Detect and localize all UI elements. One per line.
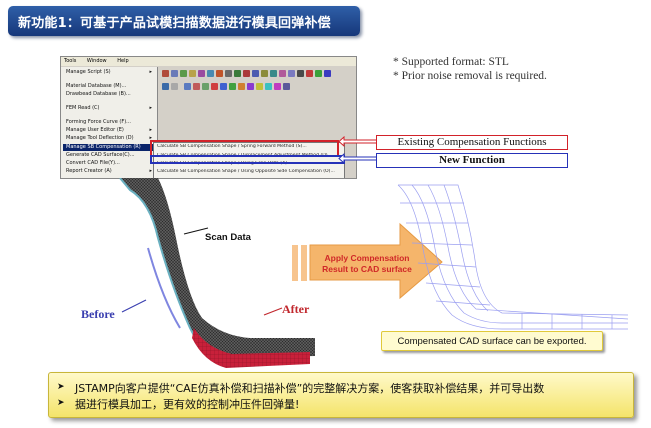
menu-item[interactable]: Manage Tool Deflection (D)▸ — [66, 135, 152, 141]
menu-item[interactable]: Manage User Editor (E)▸ — [66, 127, 152, 133]
note-format: * Supported format: STL — [393, 56, 509, 68]
compensated-export-callout: Compensated CAD surface can be exported. — [381, 331, 603, 351]
tool-icon[interactable] — [315, 70, 322, 77]
summary-panel: ➤ JSTAMP向客户提供“CAE仿真补偿和扫描补偿”的完整解决方案，使客获取补… — [48, 372, 634, 418]
apply-line-1: Apply Compensation — [324, 253, 410, 263]
tool-icon[interactable] — [270, 70, 277, 77]
callout-arrows — [338, 136, 379, 165]
tool-icon[interactable] — [171, 83, 178, 90]
menu-item[interactable]: Manage Script (S)▸ — [66, 69, 152, 75]
cad-wireframe-image — [397, 184, 629, 330]
tool-icon[interactable] — [297, 70, 304, 77]
tool-icon[interactable] — [216, 70, 223, 77]
scan-leader — [183, 227, 209, 235]
scan-data-label: Scan Data — [205, 232, 251, 243]
blue-arrow-icon — [338, 152, 379, 165]
bullet-arrow-icon: ➤ — [57, 398, 65, 408]
after-leader — [263, 307, 283, 316]
page-title: 新功能1：可基于产品试模扫描数据进行模具回弹补偿 — [18, 16, 331, 31]
tool-icon[interactable] — [261, 70, 268, 77]
wire-edge-top — [398, 184, 629, 316]
tool-icon[interactable] — [288, 70, 295, 77]
toolbar — [158, 67, 356, 99]
before-label: Before — [81, 307, 115, 321]
menu-item[interactable]: Report Creator (A)▸ — [66, 168, 152, 174]
apply-compensation-label: Apply Compensation Result to CAD surface — [312, 253, 422, 275]
menu-item[interactable]: Material Database (M)... — [66, 83, 127, 89]
tool-icon[interactable] — [225, 70, 232, 77]
scan-mesh-surface — [120, 178, 315, 358]
tool-icon[interactable] — [279, 70, 286, 77]
red-arrow-icon — [338, 136, 379, 148]
submenu-item-spring-forward[interactable]: Calculate SB Compensation Shape / Spring… — [157, 144, 307, 149]
tool-icon[interactable] — [202, 83, 209, 90]
bullet-arrow-icon: ➤ — [57, 382, 65, 392]
wire-edge-bottom — [397, 184, 628, 330]
software-menu-screenshot: Tools Window Help Manage Script (S)▸ Mat… — [60, 56, 357, 179]
tool-icon[interactable] — [193, 83, 200, 90]
after-label: After — [282, 302, 310, 316]
tool-icon[interactable] — [180, 70, 187, 77]
tool-icon[interactable] — [207, 70, 214, 77]
tool-icon[interactable] — [189, 70, 196, 77]
new-function-callout: New Function — [376, 153, 568, 168]
tool-icon[interactable] — [265, 83, 272, 90]
before-edge — [147, 247, 181, 329]
tool-icon[interactable] — [198, 70, 205, 77]
submenu-item-opposite-side[interactable]: Calculate SB Compensation Shape / Using … — [157, 169, 335, 174]
title-banner — [8, 6, 360, 36]
tool-icon[interactable] — [256, 83, 263, 90]
tool-icon[interactable] — [211, 83, 218, 90]
apply-line-2: Result to CAD surface — [322, 264, 412, 274]
menu-item[interactable]: Drawbead Database (B)... — [66, 91, 131, 97]
menu-help[interactable]: Help — [117, 58, 129, 64]
tool-icon[interactable] — [243, 70, 250, 77]
menu-item[interactable]: Generate CAD Surface(C)... — [66, 152, 135, 158]
tool-icon[interactable] — [184, 83, 191, 90]
tool-icon[interactable] — [283, 83, 290, 90]
before-leader — [121, 299, 147, 313]
tool-icon[interactable] — [324, 70, 331, 77]
menu-tools[interactable]: Tools — [64, 58, 77, 64]
menu-window[interactable]: Window — [86, 58, 107, 64]
tool-icon[interactable] — [247, 83, 254, 90]
note-noise: * Prior noise removal is required. — [393, 70, 547, 82]
tool-icon[interactable] — [234, 70, 241, 77]
tool-icon[interactable] — [306, 70, 313, 77]
tool-icon[interactable] — [162, 70, 169, 77]
menubar: Tools Window Help — [61, 57, 356, 66]
summary-line-1: JSTAMP向客户提供“CAE仿真补偿和扫描补偿”的完整解决方案，使客获取补偿结… — [75, 382, 545, 395]
tool-icon[interactable] — [238, 83, 245, 90]
menu-item-sb-compensation[interactable]: Manage SB Compensation (R)▸ — [63, 144, 158, 151]
new-function-highlight — [150, 155, 345, 164]
tool-icon[interactable] — [274, 83, 281, 90]
menu-item[interactable]: Forming Force Curve (F)... — [66, 119, 131, 125]
menu-item[interactable]: Convert CAD File(Y)... — [66, 160, 120, 166]
tool-icon[interactable] — [229, 83, 236, 90]
summary-line-2: 据进行模具加工，更有效的控制冲压件回弹量! — [75, 398, 300, 411]
tool-icon[interactable] — [220, 83, 227, 90]
tools-menu-list: Manage Script (S)▸ Material Database (M)… — [61, 67, 158, 178]
after-surface — [192, 328, 310, 368]
scan-data-mesh-image — [119, 178, 315, 368]
menu-item[interactable]: FEM Read (C)▸ — [66, 105, 152, 111]
existing-functions-callout: Existing Compensation Functions — [376, 135, 568, 150]
apply-compensation-arrow-icon — [292, 222, 443, 300]
tool-icon[interactable] — [252, 70, 259, 77]
tool-icon[interactable] — [171, 70, 178, 77]
tool-icon[interactable] — [162, 83, 169, 90]
